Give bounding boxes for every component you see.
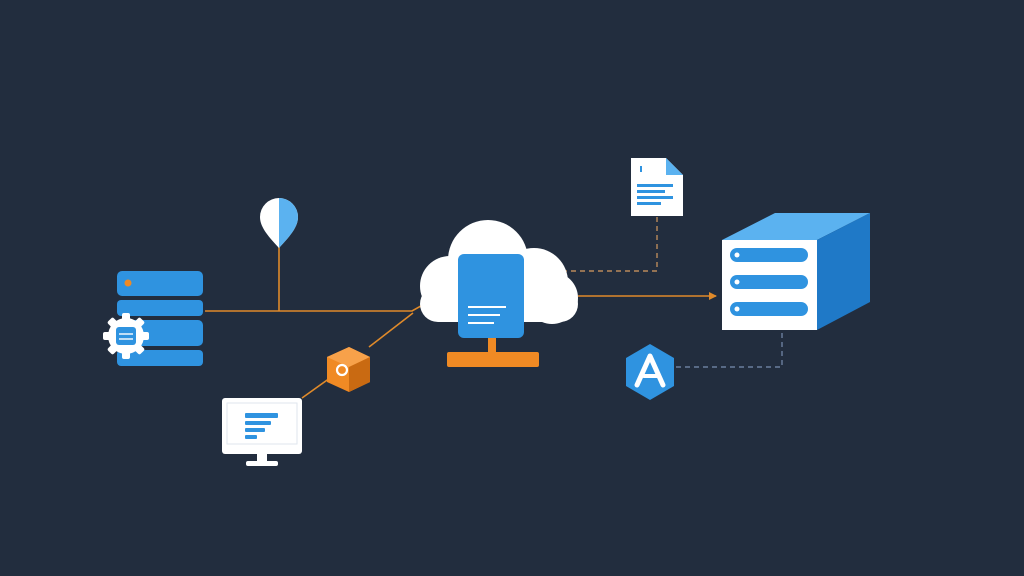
- connector-database-to-cloud: [205, 296, 438, 312]
- desktop-monitor-icon[interactable]: [222, 398, 302, 466]
- cube-icon[interactable]: [327, 347, 370, 392]
- map-pin-icon[interactable]: [260, 198, 298, 248]
- cloud-server-icon[interactable]: [420, 220, 578, 367]
- connector-app-badge-dashed: [676, 330, 783, 368]
- connector-cube-to-cloud: [368, 312, 414, 348]
- document-icon[interactable]: [631, 158, 683, 216]
- connector-document-dashed: [560, 217, 658, 272]
- gear-icon[interactable]: [103, 313, 149, 359]
- server-box-icon[interactable]: [722, 213, 870, 330]
- connector-monitor-to-cube: [301, 377, 331, 399]
- letter-a-hexagon-icon[interactable]: [626, 344, 674, 400]
- server-panel: [458, 254, 524, 338]
- status-led: [124, 279, 132, 287]
